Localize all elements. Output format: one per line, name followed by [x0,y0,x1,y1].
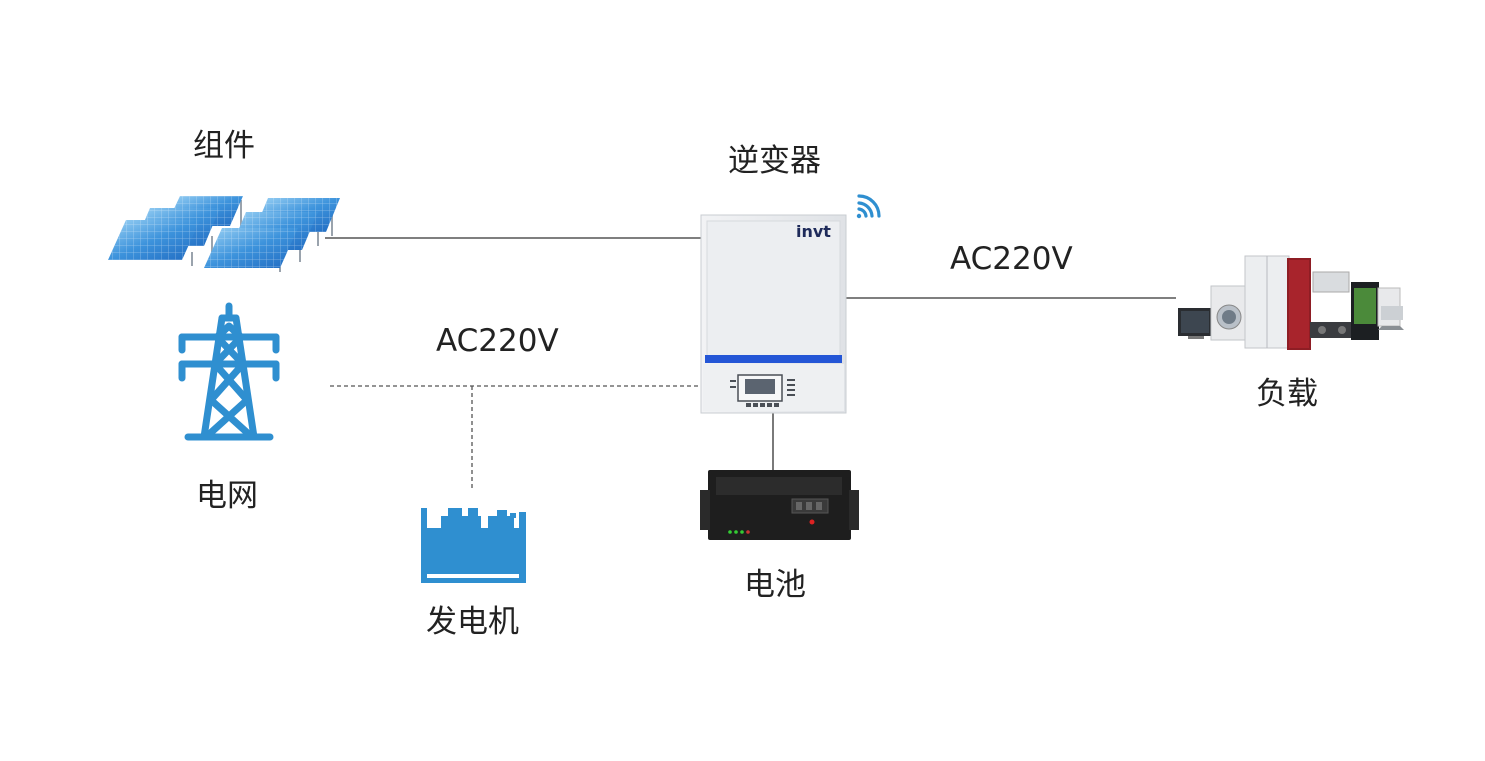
inverter-brand-logo: invt [796,222,831,241]
battery-rack-icon [700,470,859,540]
generator-label: 发电机 [426,604,519,640]
ac-voltage-grid-label: AC220V [436,323,559,359]
solar-panel-icon [108,196,340,272]
battery-label: 电池 [744,567,806,603]
inverter-unit: invt [700,214,847,414]
grid-label: 电网 [196,478,258,514]
wifi-icon [856,194,881,219]
home-appliances-icon [1178,255,1404,350]
generator-icon [421,508,526,583]
transmission-tower-icon [178,302,280,441]
ac-voltage-load-label: AC220V [950,241,1073,277]
solar-panels-label: 组件 [193,128,255,164]
load-label: 负载 [1256,376,1318,412]
inverter-label: 逆变器 [728,143,821,179]
